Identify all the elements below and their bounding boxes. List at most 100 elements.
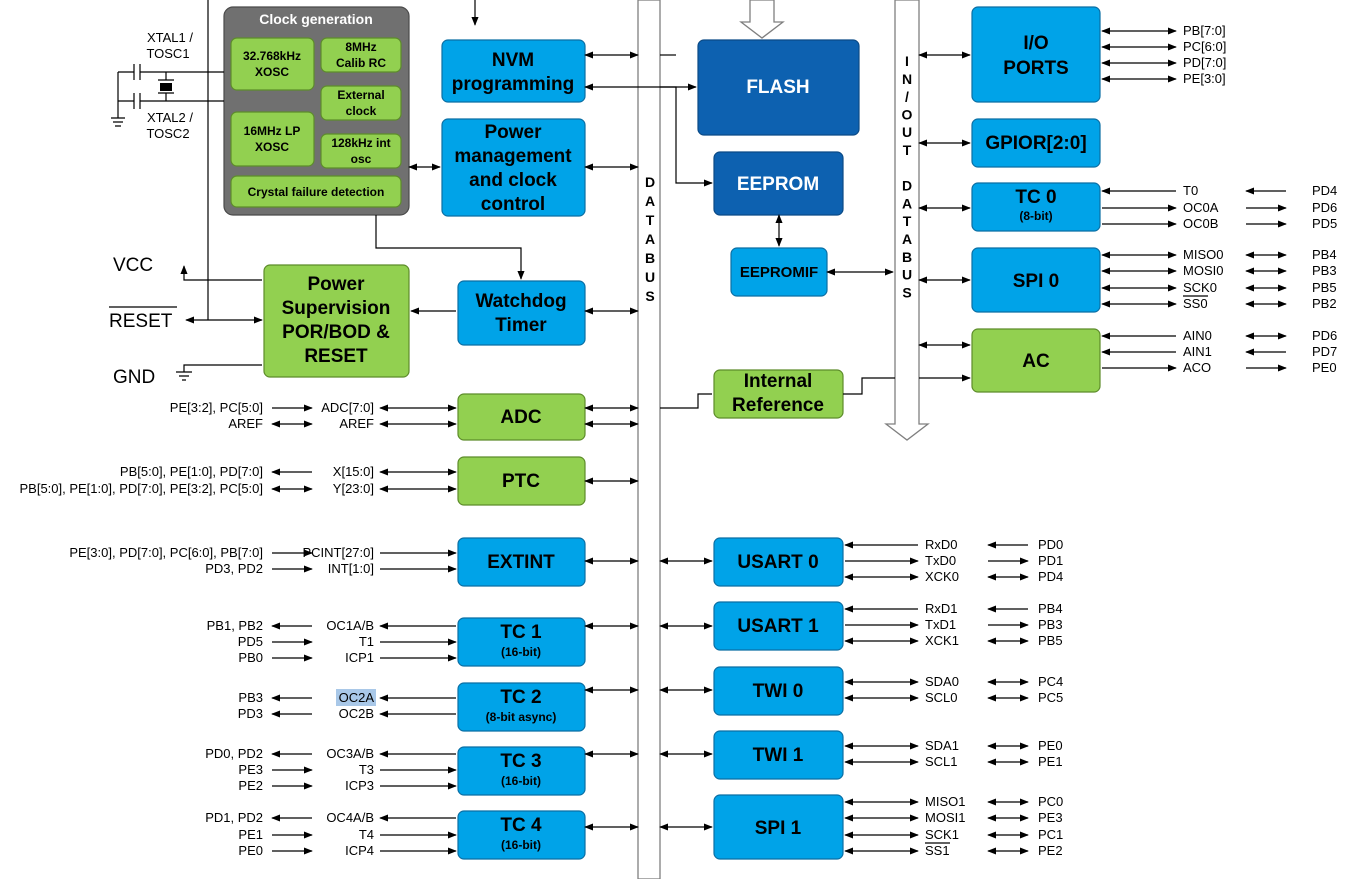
vcc-label: VCC [113,255,153,276]
tc0-block [971,182,1101,232]
signal-name: RxD0 [925,537,958,552]
tc1-l1: TC 1 [500,622,542,643]
pin-name: PB3 [1038,617,1063,632]
nvm-l2: programming [452,74,574,95]
pin-name: PB3 [1312,263,1337,278]
pin-name: PE0 [238,843,263,858]
io-port-label: PD[7:0] [1183,55,1226,70]
cfd-label: Crystal failure detection [248,185,385,199]
io-databus-letter: A [902,195,912,211]
osc-8mhz-l2: Calib RC [336,56,386,70]
io-databus-letter: N [902,71,912,87]
pin-name: PE0 [1038,738,1063,753]
twi0-block [713,666,844,716]
pin-name: AREF [228,416,263,431]
signal-name: AIN0 [1183,328,1212,343]
signal-name: SCL0 [925,690,958,705]
signal-name: TxD0 [925,553,956,568]
osc-32khz [230,37,315,91]
signal-name: ACO [1183,360,1211,375]
osc-32khz-l2: XOSC [255,65,289,79]
pin-name: PD1 [1038,553,1063,568]
tc4-l1: TC 4 [500,815,542,836]
tc0-l2: (8-bit) [1019,209,1052,223]
adc-block [457,393,586,441]
io-ports-block [971,6,1101,103]
ac-block [971,328,1101,393]
signal-name: AIN1 [1183,344,1212,359]
signal-name: ICP3 [345,778,374,793]
tc1-block [457,617,586,667]
extint-label: EXTINT [487,552,555,573]
signal-name: SCL1 [925,754,958,769]
crystal-failure-detection [230,175,402,208]
io-l2: PORTS [1003,58,1068,79]
signal-name: OC1A/B [326,618,374,633]
tc3-l2: (16-bit) [501,774,541,788]
pin-name: PB[5:0], PE[1:0], PD[7:0], PE[3:2], PC[5… [19,481,263,496]
databus-letter: U [645,269,655,285]
signal-name: OC3A/B [326,746,374,761]
io-databus-letter: I [905,53,909,69]
signal-name: OC2B [339,706,374,721]
iref-l1: Internal [744,371,813,392]
io-port-label: PC[6:0] [1183,39,1226,54]
pin-name: PD1, PD2 [205,810,263,825]
xtal2-l1: XTAL2 / [147,110,193,125]
pin-name: PD7 [1312,344,1337,359]
adc-label: ADC [500,407,541,428]
io-databus-letter: S [902,284,911,300]
pin-name: PB0 [238,650,263,665]
pin-name: PB1, PB2 [207,618,263,633]
crystal-circuit [111,64,224,127]
signal-name: SCK1 [925,827,959,842]
xtal2-l2: TOSC2 [146,126,189,141]
io-databus-letter: A [902,231,912,247]
pin-name: PD4 [1038,569,1063,584]
ps-l3: POR/BOD & [282,322,390,343]
pin-name: PE3 [1038,810,1063,825]
pin-name: PD3 [238,706,263,721]
signal-name: Y[23:0] [333,481,374,496]
ext-clock-l2: clock [346,104,377,118]
iref-l2: Reference [732,395,824,416]
twi1-label: TWI 1 [753,745,804,766]
pm-l1: Power [484,122,542,143]
signal-name: AREF [339,416,374,431]
usart0-block [713,537,844,587]
signal-name: T4 [359,827,374,842]
ac-label: AC [1022,351,1050,372]
pin-name: PE1 [1038,754,1063,769]
xtal1-l1: XTAL1 / [147,30,193,45]
pin-name: PE[3:2], PC[5:0] [170,400,263,415]
wires [176,0,971,831]
signal-name: OC2A [339,690,375,705]
pin-name: PD5 [238,634,263,649]
signal-name: SS1 [925,843,950,858]
osc-128khz-l1: 128kHz int [331,136,390,150]
pin-name: PD5 [1312,216,1337,231]
io-databus-letter: B [902,249,912,265]
usart1-label: USART 1 [737,616,819,637]
pm-l3: and clock [469,170,557,191]
osc-128khz-l2: osc [351,152,372,166]
io-port-label: PE[3:0] [1183,71,1226,86]
pm-l4: control [481,194,545,215]
io-databus-letter: / [905,89,909,105]
pin-name: PC0 [1038,794,1063,809]
spi1-block [713,794,844,860]
tc2-l2: (8-bit async) [486,710,557,724]
io-port-label: PB[7:0] [1183,23,1226,38]
signal-name: ICP4 [345,843,374,858]
spi1-label: SPI 1 [755,818,802,839]
eeprom-label: EEPROM [737,174,819,195]
osc-16mhz-l1: 16MHz LP [244,124,301,138]
pin-name: PC1 [1038,827,1063,842]
signal-name: X[15:0] [333,464,374,479]
pin-name: PE1 [238,827,263,842]
signal-name: T0 [1183,183,1198,198]
